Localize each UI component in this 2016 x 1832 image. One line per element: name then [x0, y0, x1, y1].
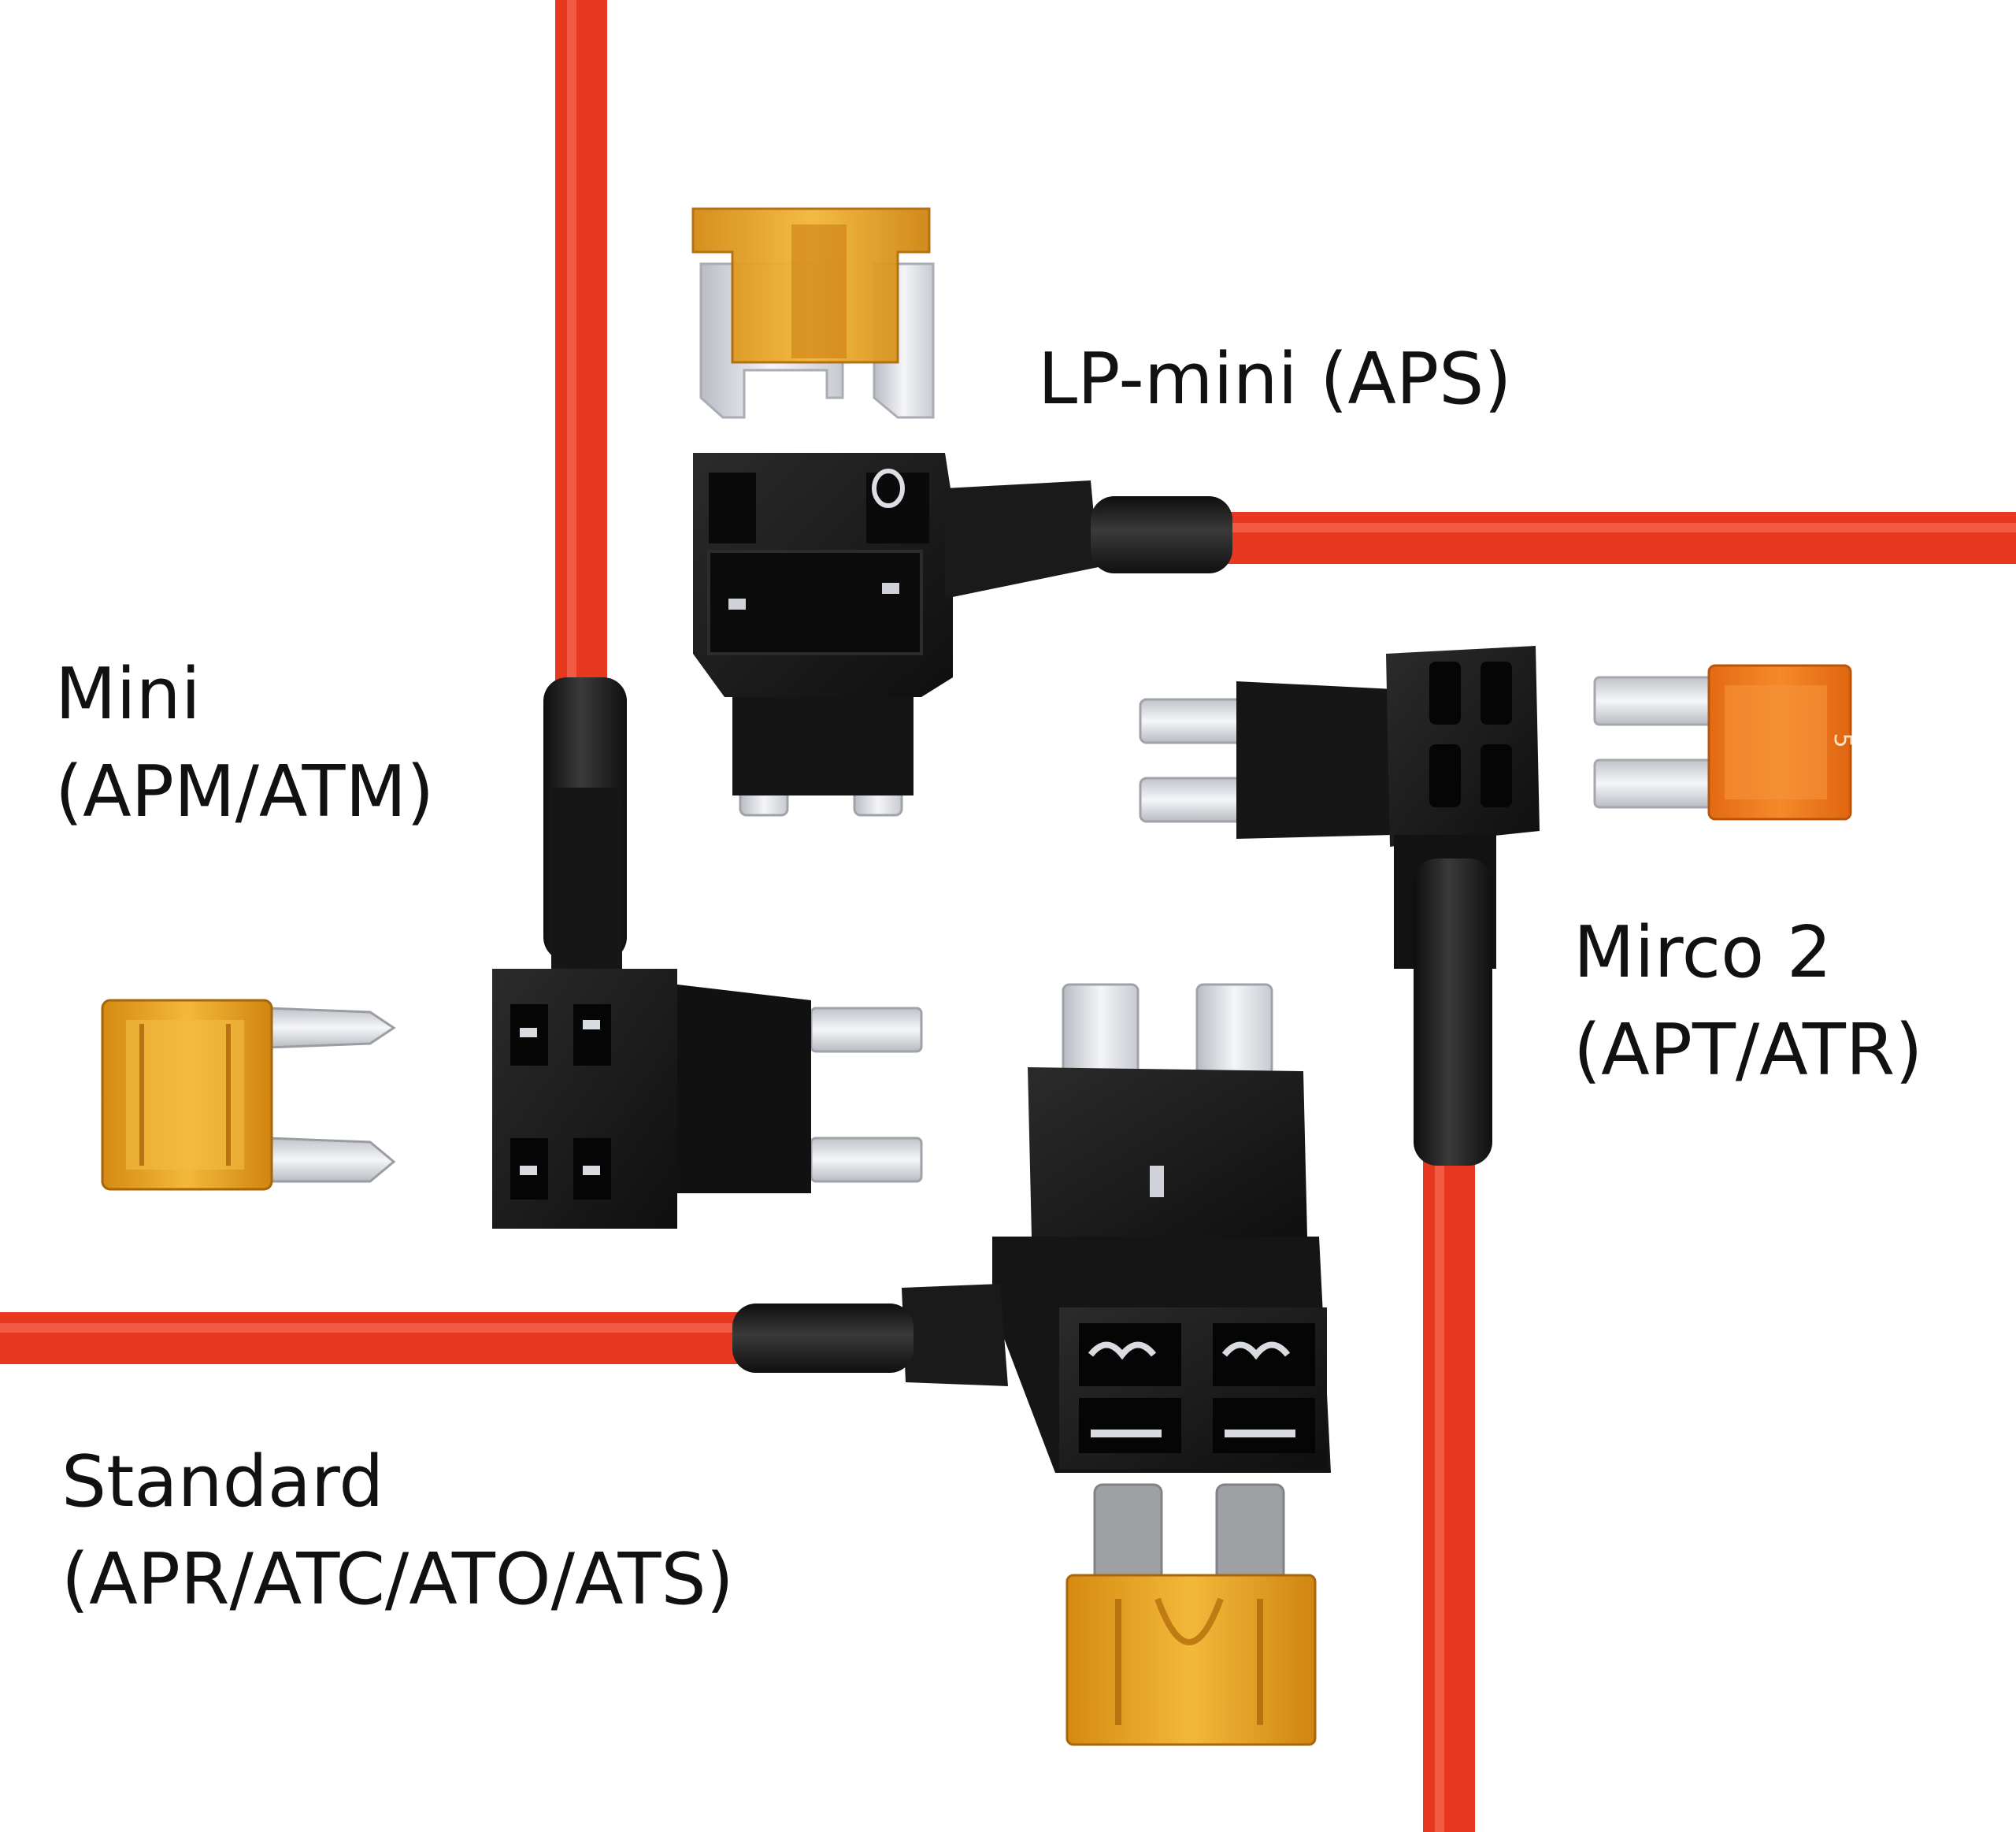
label-micro2-line1: Mirco 2	[1573, 911, 1833, 994]
micro2-fuse: 5	[1593, 664, 1856, 821]
label-micro2-line2: (APT/ATR)	[1573, 1009, 1923, 1092]
micro2-tap-holder	[1139, 646, 1540, 1166]
wire-standard	[0, 1312, 740, 1364]
micro2-fuse-rating: 5	[1829, 732, 1856, 747]
lp-mini-tap-holder	[693, 453, 1232, 817]
wire-lp-mini	[1225, 512, 2016, 564]
wire-micro2	[1423, 1158, 1475, 1832]
label-mini: Mini (APM/ATM)	[55, 646, 434, 841]
mini-fuse	[101, 999, 396, 1191]
label-standard-line1: Standard	[61, 1441, 384, 1523]
label-lp-mini-line1: LP-mini (APS)	[1038, 338, 1512, 421]
label-micro2: Mirco 2 (APT/ATR)	[1573, 904, 1922, 1100]
wire-mini	[555, 0, 607, 693]
mini-tap-holder	[492, 677, 923, 1229]
label-standard: Standard (APR/ATC/ATO/ATS)	[61, 1433, 734, 1629]
label-lp-mini: LP-mini (APS)	[1038, 331, 1511, 428]
label-mini-line1: Mini	[55, 653, 201, 736]
lp-mini-fuse	[691, 207, 935, 419]
label-standard-line2: (APR/ATC/ATO/ATS)	[61, 1538, 734, 1621]
label-mini-line2: (APM/ATM)	[55, 751, 435, 833]
standard-tap-holder	[732, 983, 1331, 1473]
standard-fuse	[1065, 1483, 1317, 1746]
